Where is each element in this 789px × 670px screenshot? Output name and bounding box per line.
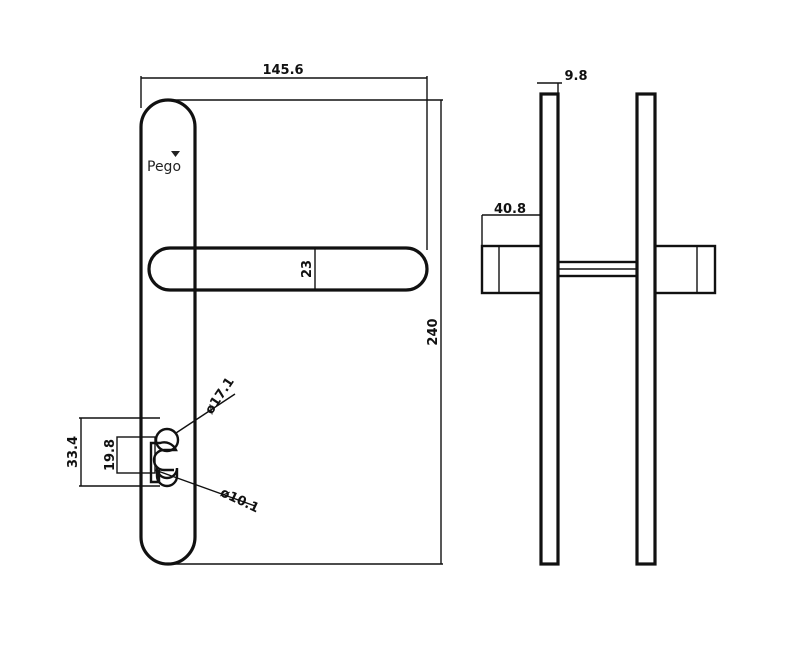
- keyhole-slot-label: ø10.1: [218, 485, 262, 516]
- keyhole-offset-label: 19.8: [103, 439, 118, 471]
- lever-height-label: 23: [300, 260, 315, 278]
- lever-handle-outline: [147, 246, 429, 292]
- plate-thickness-label: 9.8: [564, 69, 587, 84]
- keyhole-slot-leader: [154, 469, 256, 507]
- side-lever-left: [480, 244, 543, 295]
- side-plate-right: [635, 92, 657, 566]
- side-lever-right: [653, 244, 717, 295]
- front-view: Pego 145.6 23 240 33.4 19.8 ø17.1: [66, 63, 443, 566]
- overall-height-label: 240: [426, 318, 441, 345]
- keyhole-offset-box: [116, 436, 156, 474]
- brand-triangle-icon: [171, 151, 180, 157]
- rose-depth-label: 40.8: [494, 202, 526, 217]
- overall-width-label: 145.6: [262, 63, 303, 78]
- side-plate-left: [539, 92, 560, 566]
- keyhole-outline: [149, 427, 180, 488]
- brand-logo-text: Pego: [147, 159, 181, 175]
- side-view: 9.8 40.8: [480, 69, 717, 566]
- keyhole-circle-leader: [175, 393, 236, 434]
- keyhole-length-label: 33.4: [66, 436, 81, 468]
